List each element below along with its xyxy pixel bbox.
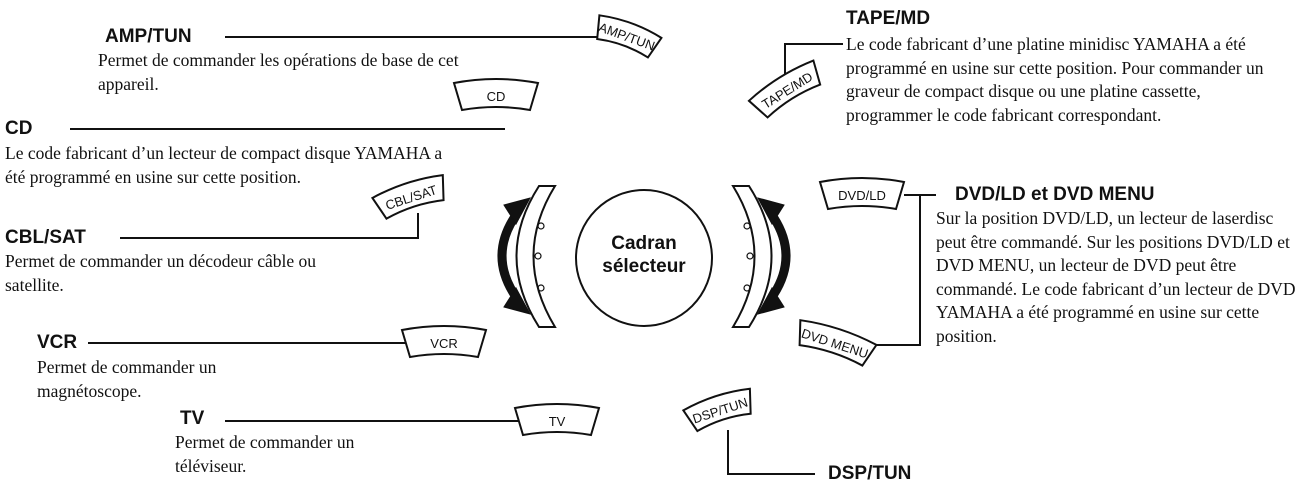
dsp-tun-leader [727,430,815,475]
svg-text:TV: TV [549,414,566,429]
selector-dial-label: Cadran sélecteur [589,232,699,278]
tape-md-key: TAPE/MD [747,59,822,119]
dvd-title: DVD/LD et DVD MENU [955,184,1155,205]
left-bezel-dot [537,222,545,230]
selector-dial-label-line2: sélecteur [602,256,686,277]
svg-text:DVD/LD: DVD/LD [838,188,886,203]
vcr-title: VCR [37,332,78,353]
left-bezel-dot [537,284,545,292]
selector-dial-label-line1: Cadran [611,233,677,254]
rotate-arrow-left-icon-head [503,197,531,225]
cd-title: CD [5,118,33,139]
svg-text:CD: CD [487,89,506,104]
rotate-arrow-right-icon-head [757,197,785,225]
dvd-menu-key: DVD MENU [798,319,878,367]
cbl-sat-leader [120,213,419,239]
dsp-tun-title: DSP/TUN [828,463,912,484]
rotate-arrow-right-icon [770,215,791,297]
tape-md-description: Le code fabricant d’une platine minidisc… [846,34,1264,125]
vcr-description: Permet de commander un magnétoscope. [37,357,217,401]
rotate-arrow-left-icon [497,215,518,297]
dsp-tun-key: DSP/TUN [681,387,752,433]
cbl-sat-description: Permet de commander un décodeur câble ou… [5,251,316,295]
dvd-ld-key: DVD/LD [818,177,906,211]
cd-description: Le code fabricant d’un lecteur de compac… [5,143,443,187]
left-bezel-dot [534,252,542,260]
right-bezel [731,185,773,328]
amp-tun-title: AMP/TUN [105,26,192,47]
rotate-arrow-right-icon-head [757,287,785,315]
tape-md-leader [784,43,843,77]
amp-tun-key: AMP/TUN [596,14,663,59]
tape-md-title: TAPE/MD [846,8,931,29]
cd-key: CD [452,78,540,112]
vcr-key: VCR [400,325,488,359]
left-bezel [515,185,557,328]
selector-dial-circle [575,189,713,327]
tv-title: TV [180,408,205,429]
right-bezel-dot [746,252,754,260]
right-bezel-dot [743,284,751,292]
dvd-description: Sur la position DVD/LD, un lecteur de la… [936,208,1296,346]
tv-description: Permet de commander un téléviseur. [175,432,355,476]
amp-tun-description: Permet de commander les opérations de ba… [98,50,459,94]
cbl-sat-title: CBL/SAT [5,227,86,248]
rotate-arrow-left-icon-head [503,287,531,315]
dvd-menu-leader [877,195,921,346]
tv-key: TV [513,403,601,437]
right-bezel-dot [743,222,751,230]
svg-text:VCR: VCR [430,336,457,351]
